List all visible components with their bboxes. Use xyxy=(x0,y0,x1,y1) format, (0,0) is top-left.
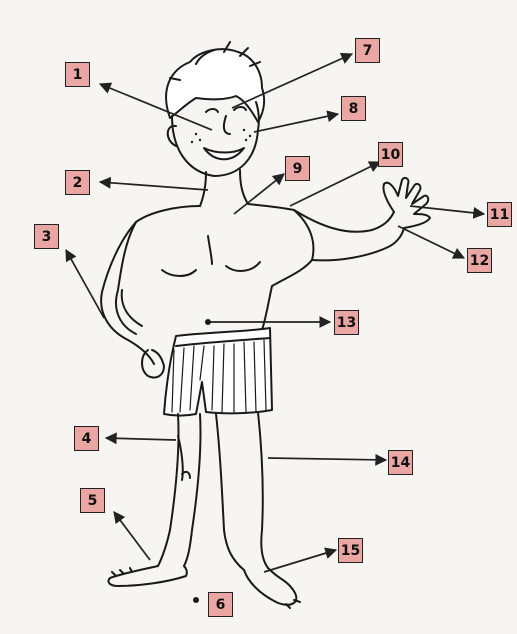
right-leg xyxy=(216,412,268,570)
label-2: 2 xyxy=(65,170,90,195)
left-foot xyxy=(108,566,186,586)
pointer-arrow xyxy=(66,250,104,318)
pointer-arrow xyxy=(254,114,338,132)
label-15: 15 xyxy=(338,538,363,563)
pointer-arrow xyxy=(398,226,464,258)
navel xyxy=(206,320,210,324)
label-13: 13 xyxy=(334,310,359,335)
torso xyxy=(116,204,313,334)
label-3: 3 xyxy=(34,224,59,249)
left-leg xyxy=(158,414,201,566)
label-11: 11 xyxy=(487,202,512,227)
label-7: 7 xyxy=(355,38,380,63)
label-4: 4 xyxy=(74,426,99,451)
pointer-dot xyxy=(193,597,199,603)
label-12: 12 xyxy=(467,248,492,273)
label-6: 6 xyxy=(208,592,233,617)
freckles xyxy=(191,129,251,143)
pointer-arrow xyxy=(100,182,208,190)
pointer-arrow xyxy=(114,512,150,560)
pointer-arrow xyxy=(106,438,176,440)
eye-left xyxy=(206,109,218,112)
pointer-arrows xyxy=(66,54,484,572)
eye-right xyxy=(234,107,246,110)
hair xyxy=(166,49,264,122)
pointer-arrow xyxy=(264,550,336,572)
nose xyxy=(224,116,230,134)
label-1: 1 xyxy=(65,62,90,87)
label-10: 10 xyxy=(378,142,403,167)
label-5: 5 xyxy=(80,488,105,513)
label-14: 14 xyxy=(388,450,413,475)
right-foot xyxy=(244,568,296,605)
label-9: 9 xyxy=(285,156,310,181)
pointer-arrow xyxy=(410,206,484,214)
mouth xyxy=(204,148,244,159)
label-8: 8 xyxy=(341,96,366,121)
pointer-arrow xyxy=(268,458,386,460)
right-hand xyxy=(383,178,430,228)
boy-figure xyxy=(101,42,430,608)
